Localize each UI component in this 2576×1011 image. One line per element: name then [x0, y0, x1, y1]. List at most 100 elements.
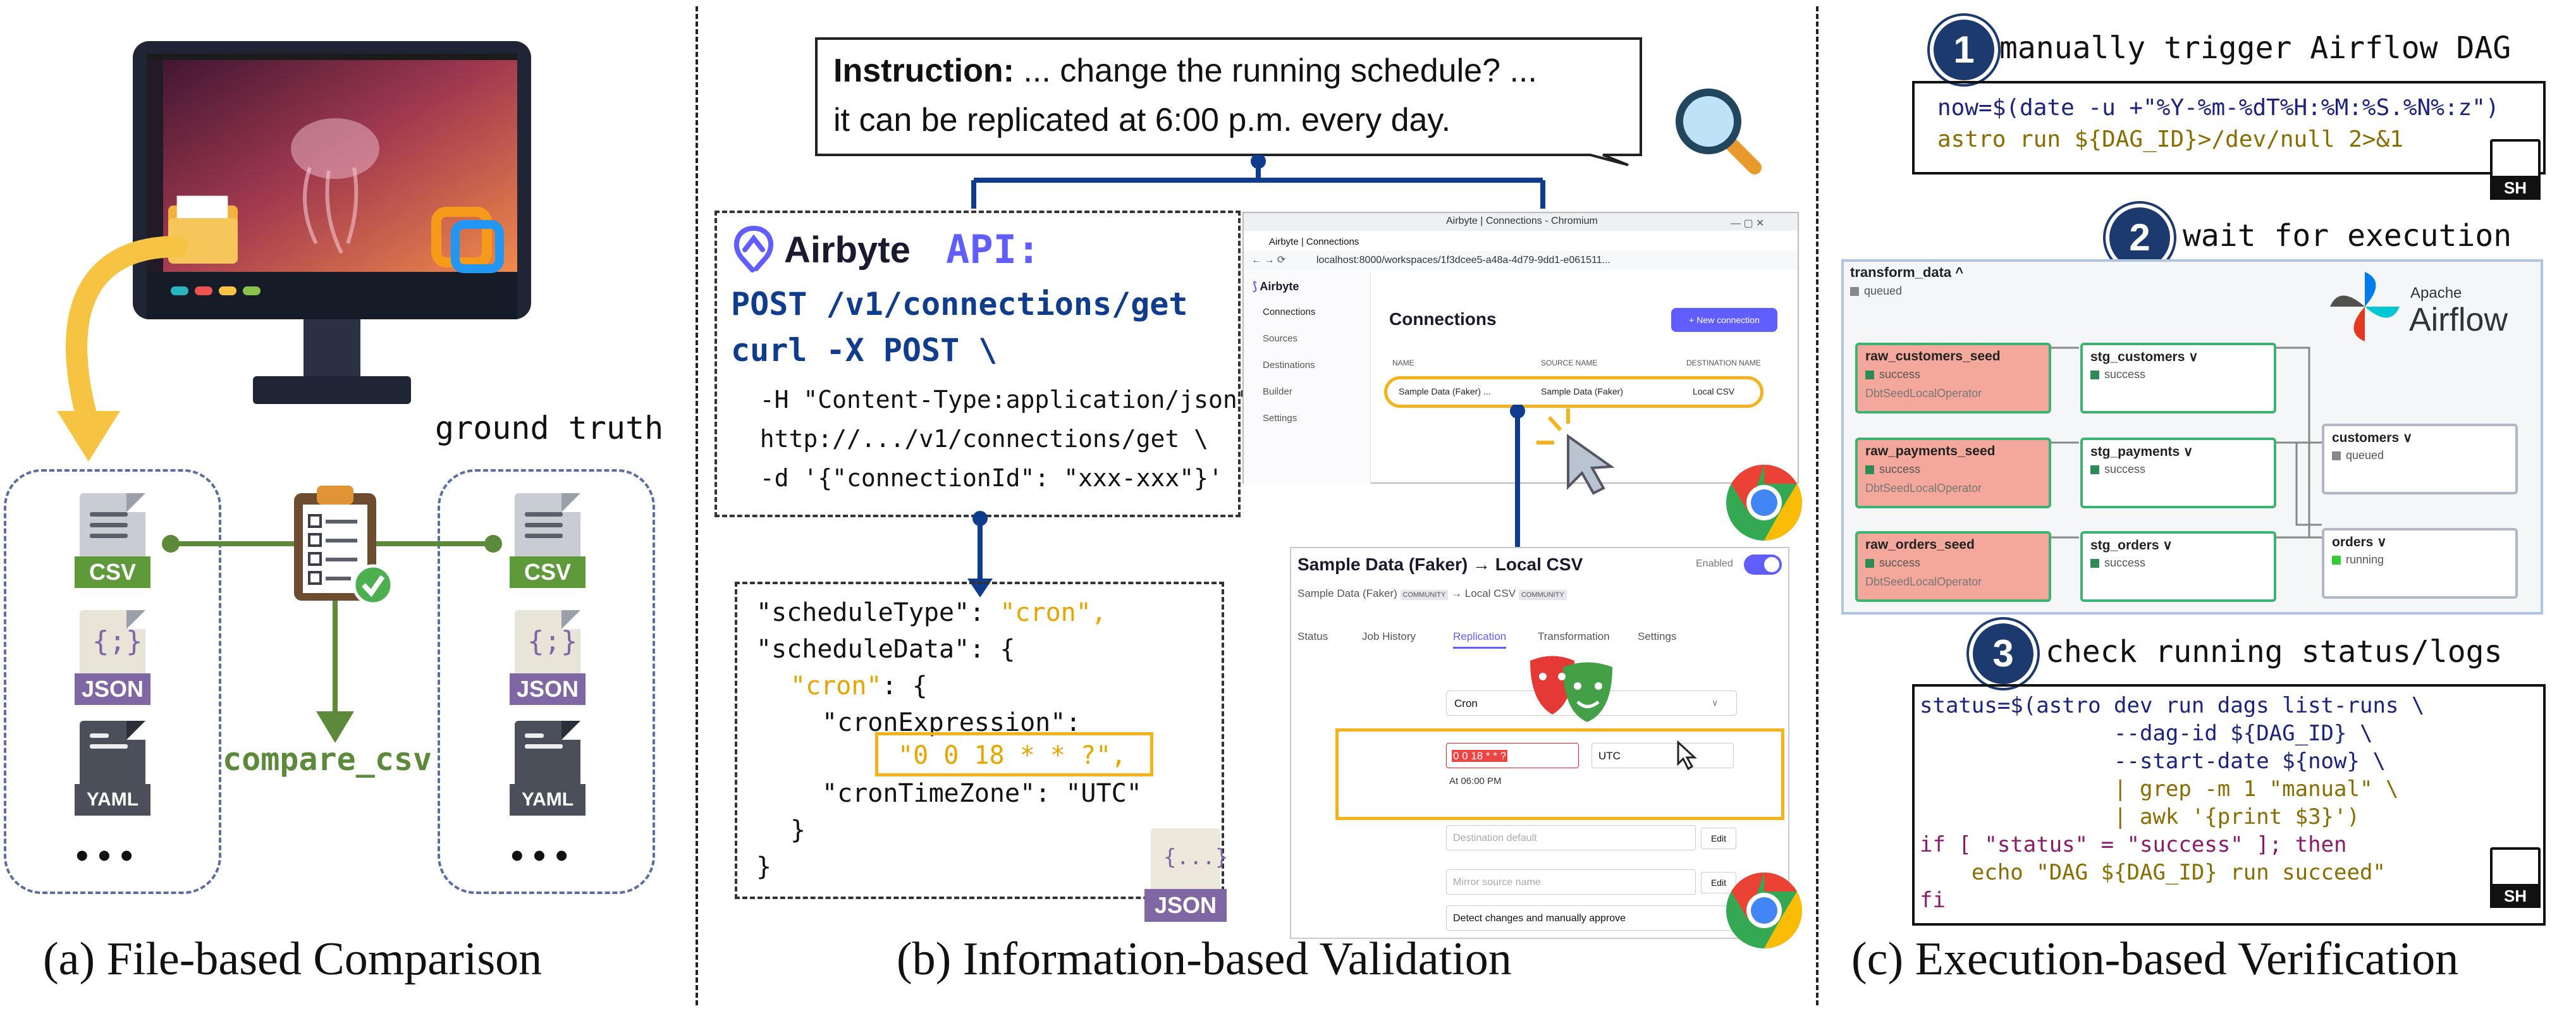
- api-word: API:: [946, 226, 1041, 273]
- col-destination[interactable]: DESTINATION NAME: [1686, 358, 1761, 367]
- destination-namespace-field[interactable]: Destination default: [1446, 825, 1696, 850]
- yaml-file-icon: YAML: [75, 721, 150, 816]
- dag-edges: [2050, 346, 2322, 539]
- candidate-files-group: [4, 469, 221, 894]
- mouse-pointer-icon: [1677, 740, 1697, 771]
- connection-destination-cell[interactable]: Local CSV: [1693, 386, 1735, 396]
- cron-input-highlight: [1335, 728, 1784, 820]
- dag-node-stg-orders[interactable]: stg_orders ∨ success: [2080, 531, 2276, 602]
- new-connection-button[interactable]: + New connection: [1671, 308, 1777, 332]
- edit-prefix-button[interactable]: Edit: [1701, 872, 1736, 893]
- json-line-3: "cron": {: [790, 671, 928, 701]
- chrome-logo-icon: [1726, 465, 1803, 541]
- status-check-code-box: [1912, 684, 2546, 926]
- sidebar-item-settings[interactable]: Settings: [1263, 413, 1297, 424]
- tab-status[interactable]: Status: [1297, 630, 1328, 642]
- dag-node-raw-orders-seed[interactable]: raw_orders_seed success DbtSeedLocalOper…: [1855, 531, 2051, 602]
- enabled-label: Enabled: [1696, 558, 1733, 569]
- sidebar-item-sources[interactable]: Sources: [1263, 333, 1298, 344]
- window-controls-icon[interactable]: — ▢ ✕: [1731, 218, 1765, 229]
- trigger-code-box: [1912, 81, 2546, 175]
- dag-node-raw-customers-seed[interactable]: raw_customers_seed success DbtSeedLocalO…: [1855, 343, 2051, 414]
- tab-job-history[interactable]: Job History: [1362, 630, 1416, 642]
- dag-node-stg-payments[interactable]: stg_payments ∨ success: [2080, 438, 2276, 508]
- divider-right: [1816, 6, 1819, 1005]
- code-line-echo: echo "DAG ${DAG_ID} run succeed": [1920, 860, 2386, 885]
- dag-node-raw-payments-seed[interactable]: raw_payments_seed success DbtSeedLocalOp…: [1855, 438, 2051, 508]
- dag-node-customers[interactable]: customers ∨ queued: [2322, 424, 2518, 494]
- tab-transformation[interactable]: Transformation: [1538, 630, 1610, 642]
- dag-node-stg-customers[interactable]: stg_customers ∨ success: [2080, 343, 2276, 414]
- theater-masks-icon: [1530, 656, 1612, 722]
- json-response-box: [735, 582, 1224, 899]
- sidebar-item-destinations[interactable]: Destinations: [1263, 360, 1315, 371]
- airflow-pinwheel-icon: [2330, 272, 2400, 341]
- step-1-badge: 1: [1930, 16, 1998, 84]
- cron-expression-input[interactable]: 0 0 18 * * ?: [1446, 743, 1579, 768]
- edit-namespace-button[interactable]: Edit: [1701, 828, 1736, 849]
- desktop-monitor-icon: [133, 41, 531, 404]
- clipboard-checklist-icon: [294, 486, 394, 606]
- step-3-title: check running status/logs: [2045, 634, 2503, 670]
- tab-replication[interactable]: Replication: [1453, 630, 1507, 649]
- address-bar[interactable]: localhost:8000/workspaces/1f3dcee5-a48a-…: [1316, 255, 1610, 266]
- airbyte-logo-icon: [734, 226, 773, 273]
- caption-a: (a) File-based Comparison: [43, 933, 543, 985]
- browser-title: Airbyte | Connections - Chromium: [1446, 216, 1598, 226]
- caption-c: (c) Execution-based Verification: [1851, 933, 2459, 985]
- col-source[interactable]: SOURCE NAME: [1541, 358, 1598, 367]
- cron-preview: At 06:00 PM: [1449, 776, 1502, 787]
- code-line-fi: fi: [1920, 888, 1946, 913]
- timezone-select[interactable]: UTC: [1592, 743, 1734, 768]
- chevron-down-icon: ∨: [1712, 697, 1719, 708]
- instruction-line-1: Instruction: ... change the running sche…: [833, 52, 1537, 89]
- dag-node-orders[interactable]: orders ∨ running: [2322, 528, 2518, 599]
- api-line-url: http://.../v1/connections/get \: [731, 425, 1208, 453]
- api-line-header: -H "Content-Type:application/json" \: [731, 386, 1281, 414]
- apache-label: Apache: [2410, 285, 2462, 302]
- chrome-logo-icon: [1726, 873, 1803, 948]
- step-2-title: wait for execution: [2183, 218, 2512, 254]
- sidebar-item-connections[interactable]: Connections: [1263, 307, 1316, 317]
- ground-truth-label: ground truth: [435, 410, 664, 446]
- api-line-post: POST /v1/connections/get: [731, 286, 1188, 322]
- code-line-start-date: --start-date ${now} \: [1920, 749, 2386, 774]
- tab-settings[interactable]: Settings: [1638, 630, 1677, 642]
- csv-file-icon: CSV: [510, 493, 586, 588]
- api-line-data: -d '{"connectionId": "xxx-xxx"}': [731, 464, 1223, 492]
- code-line-status: status=$(astro dev run dags list-runs \: [1920, 693, 2425, 718]
- more-files-ellipsis: • • •: [511, 835, 568, 875]
- instruction-line-2: it can be replicated at 6:00 p.m. every …: [833, 102, 1451, 138]
- task-group-status: queued: [1850, 285, 1902, 298]
- json-file-icon: {;} JSON: [510, 610, 586, 705]
- nav-buttons-icon[interactable]: ← → ⟳: [1251, 255, 1286, 266]
- step-3-badge: 3: [1969, 620, 2037, 688]
- instruction-connector: [971, 155, 1545, 209]
- stream-prefix-field[interactable]: Mirror source name: [1446, 869, 1696, 895]
- yaml-file-icon: YAML: [510, 721, 586, 816]
- step-1-title: manually trigger Airflow DAG: [1999, 30, 2512, 66]
- col-name[interactable]: NAME: [1392, 358, 1414, 367]
- airbyte-brand: Airbyte: [784, 230, 911, 271]
- enabled-toggle[interactable]: [1744, 555, 1782, 575]
- json-line-1: "scheduleType": "cron",: [756, 598, 1107, 627]
- browser-window: Airbyte | Connections - Chromium — ▢ ✕ A…: [1242, 212, 1799, 484]
- settings-subtitle: Sample Data (Faker) COMMUNITY → Local CS…: [1297, 587, 1567, 600]
- code-line-grep: | grep -m 1 "manual" \: [1920, 776, 2399, 802]
- json-line-2: "scheduleData": {: [756, 635, 1015, 664]
- shell-script-icon: SH: [2490, 847, 2541, 908]
- page-title: Connections: [1389, 309, 1497, 329]
- connection-name-cell[interactable]: Sample Data (Faker) ...: [1399, 386, 1491, 396]
- tab-connections[interactable]: Airbyte | Connections: [1250, 235, 1408, 250]
- schema-changes-select[interactable]: Detect changes and manually approve: [1446, 905, 1737, 931]
- code-line-now: now=$(date -u +"%Y-%m-%dT%H:%M:%S.%N%:z"…: [1937, 95, 2499, 121]
- shell-script-icon: SH: [2490, 139, 2541, 200]
- cron-expression-highlight: [875, 732, 1153, 776]
- connection-settings-panel: Sample Data (Faker) → Local CSV Enabled …: [1290, 547, 1789, 939]
- divider-left: [696, 6, 698, 1005]
- code-line-astro-run: astro run ${DAG_ID}>/dev/null 2>&1: [1937, 126, 2403, 152]
- connection-source-cell[interactable]: Sample Data (Faker): [1541, 386, 1623, 396]
- sidebar-item-builder[interactable]: Builder: [1263, 386, 1292, 397]
- json-file-icon: {;} JSON: [75, 610, 150, 705]
- settings-title: Sample Data (Faker) → Local CSV: [1297, 555, 1583, 574]
